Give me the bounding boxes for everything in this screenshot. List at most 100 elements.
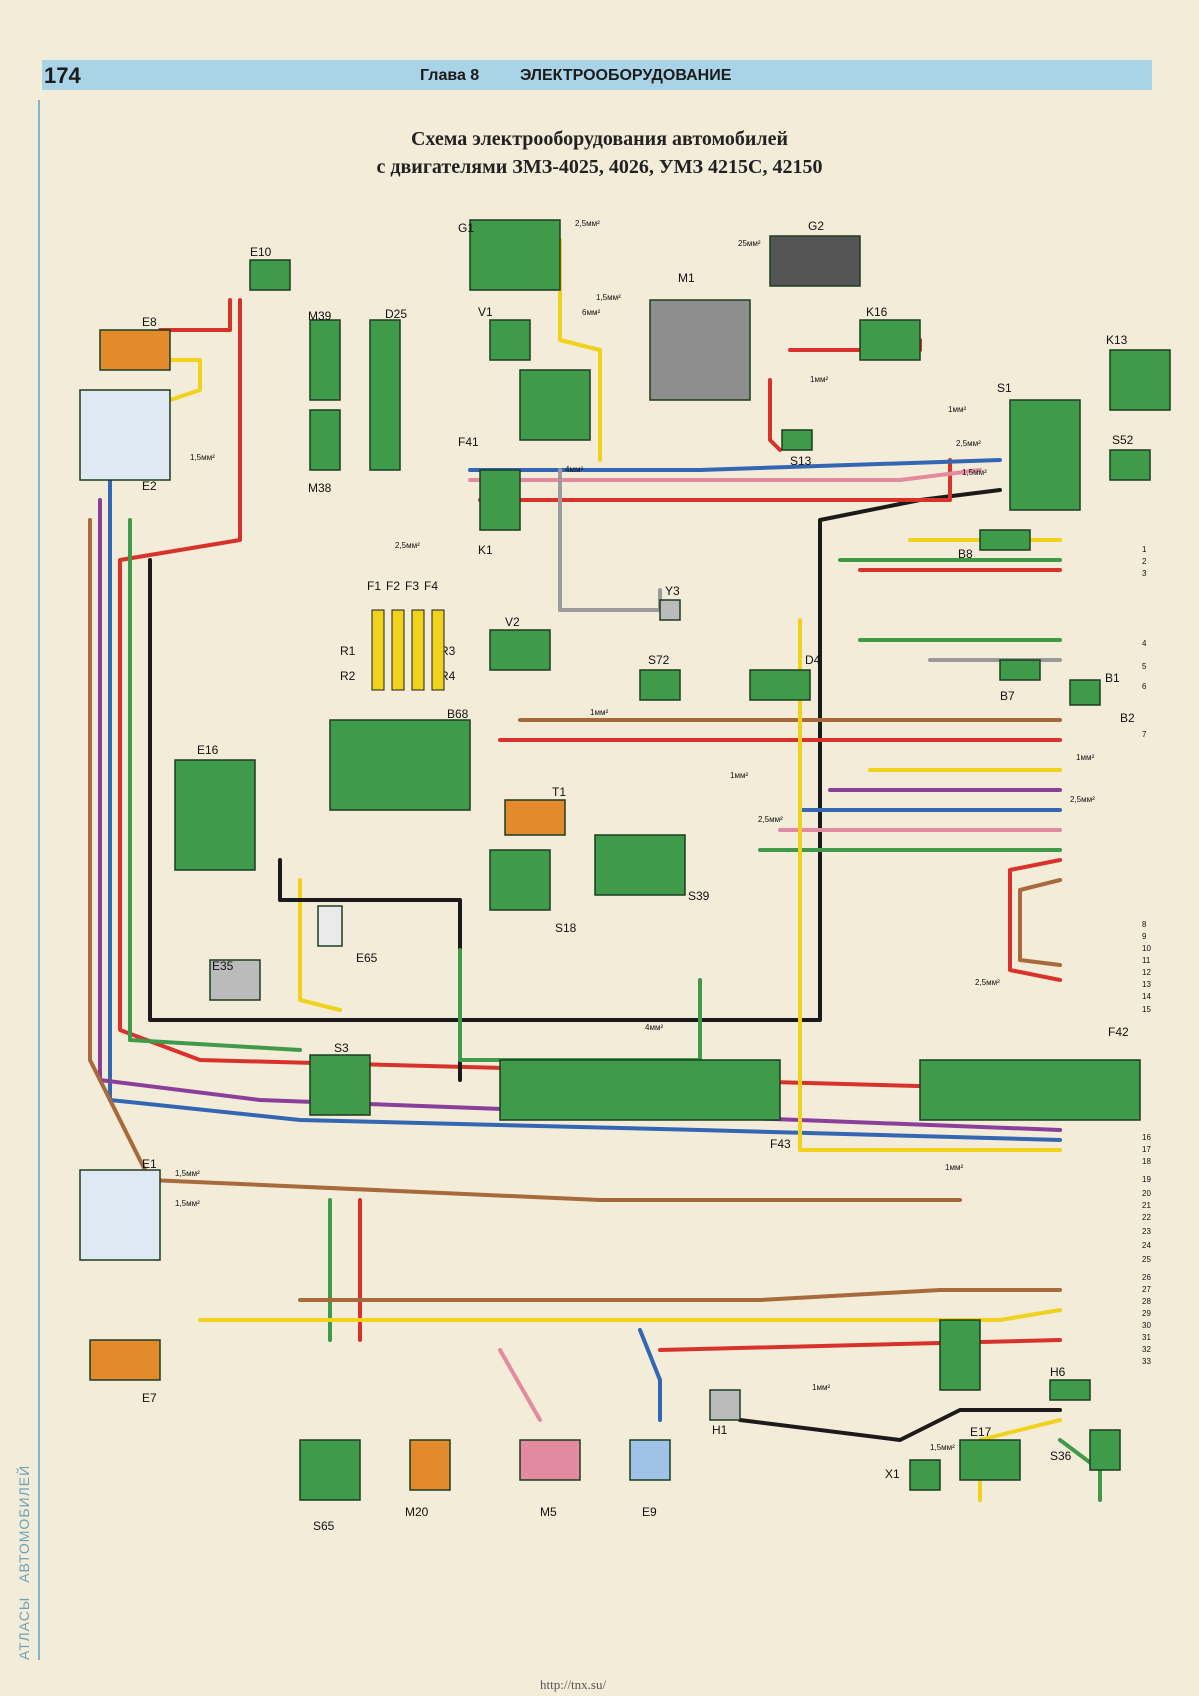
switch-s18-label: S18 — [555, 921, 577, 935]
wire-size-label: 1,5мм² — [190, 453, 215, 462]
connector-number: 30 — [1142, 1321, 1151, 1330]
wire-gray — [558, 468, 662, 612]
lamp-e16-label: E16 — [197, 743, 219, 757]
fuse-block-f42-label: F42 — [1108, 1025, 1129, 1039]
lamp-e65-label: E65 — [356, 951, 378, 965]
resistor-3 — [411, 609, 425, 691]
fuse-f41-body — [519, 369, 591, 441]
wire-size-label: 25мм² — [738, 239, 761, 248]
wire-yellow — [298, 878, 342, 1012]
generator-g1-body — [469, 219, 561, 291]
connector-number: 7 — [1142, 730, 1147, 739]
diode-v2-label: V2 — [505, 615, 520, 629]
relay-k13-label: K13 — [1106, 333, 1128, 347]
wire-size-label: 1,5мм² — [175, 1169, 200, 1178]
lamp-e35-body — [209, 959, 261, 1001]
plug-f2: F2 — [386, 579, 400, 593]
unit-d4-label: D4 — [805, 653, 821, 667]
switch-s72-label: S72 — [648, 653, 670, 667]
lamp-e9-body — [629, 1439, 671, 1481]
wire-size-label: 1мм² — [948, 405, 966, 414]
wire-brown — [1018, 878, 1062, 967]
headlamp-e1-body — [79, 1169, 161, 1261]
starter-m1-label: M1 — [678, 271, 695, 285]
connector-number: 11 — [1142, 956, 1151, 965]
connector-number: 32 — [1142, 1345, 1151, 1354]
label-r1: R1 — [340, 644, 356, 658]
relay-k16-body — [859, 319, 921, 361]
relay-k1-body — [479, 469, 521, 531]
connector-number: 6 — [1142, 682, 1147, 691]
connector-number: 12 — [1142, 968, 1151, 977]
lamp-e17-label: E17 — [970, 1425, 992, 1439]
distributor-b68-label: B68 — [447, 707, 469, 721]
fuse-block-f43-label: F43 — [770, 1137, 791, 1151]
wire-size-label: 2,5мм² — [975, 978, 1000, 987]
wire-yellow — [148, 358, 202, 402]
battery-g2-label: G2 — [808, 219, 824, 233]
gauge-m38-body — [309, 409, 341, 471]
connector-number: 2 — [1142, 557, 1147, 566]
valve-y3-label: Y3 — [665, 584, 680, 598]
resistor-4 — [431, 609, 445, 691]
wire-size-label: 2,5мм² — [575, 219, 600, 228]
connector-number: 19 — [1142, 1175, 1151, 1184]
wire-green — [458, 948, 702, 1062]
wire-size-label: 1,5мм² — [962, 468, 987, 477]
headlamp-e2-body — [79, 389, 171, 481]
wire-yellow — [198, 1308, 1062, 1322]
switch-s52-body — [1109, 449, 1151, 481]
wire-size-label: 1,5мм² — [596, 293, 621, 302]
wire-size-label: 1мм² — [812, 1383, 830, 1392]
unit-d4-body — [749, 669, 811, 701]
connector-number: 27 — [1142, 1285, 1151, 1294]
wire-size-label: 4мм² — [645, 1023, 663, 1032]
plug-f1: F1 — [367, 579, 381, 593]
sensor-b7-body — [999, 659, 1041, 681]
motor-m5-label: M5 — [540, 1505, 557, 1519]
diagram-title-line1: Схема электрооборудования автомобилей — [410, 128, 788, 150]
plug-f4: F4 — [424, 579, 438, 593]
connector-numbers: 1234567891011121314151617181920212223242… — [1142, 545, 1151, 1366]
horn-h1-body — [709, 1389, 741, 1421]
connector-number: 25 — [1142, 1255, 1151, 1264]
relay-k1-label: K1 — [478, 543, 493, 557]
connector-number: 31 — [1142, 1333, 1151, 1342]
lamp-e17-body — [959, 1439, 1021, 1481]
unit-d25-label: D25 — [385, 307, 407, 321]
connector-number: 10 — [1142, 944, 1151, 953]
switch-s65-label: S65 — [313, 1519, 335, 1533]
connector-number: 17 — [1142, 1145, 1151, 1154]
distributor-b68-body — [329, 719, 471, 811]
lamp-e8-body — [99, 329, 171, 371]
wire-size-label: 1,5мм² — [930, 1443, 955, 1452]
connector-number: 15 — [1142, 1005, 1151, 1014]
sensor-b1-label: B1 — [1105, 671, 1120, 685]
switch-s36-label: S36 — [1050, 1449, 1072, 1463]
connector-number: 14 — [1142, 992, 1151, 1001]
headlamp-e2-label: E2 — [142, 479, 157, 493]
lamp-e35-label: E35 — [212, 959, 234, 973]
sensor-b8-label: B8 — [958, 547, 973, 561]
connector-number: 4 — [1142, 639, 1147, 648]
battery-g2-body — [769, 235, 861, 287]
fuse-f41-label: F41 — [458, 435, 479, 449]
wire-red — [1008, 858, 1062, 982]
plug-f3: F3 — [405, 579, 419, 593]
switch-s18-body — [489, 849, 551, 911]
sensor-b8-body — [979, 529, 1031, 551]
wire-blue — [108, 468, 1062, 1142]
connector-number: 13 — [1142, 980, 1151, 989]
ignition-switch-s1-label: S1 — [997, 381, 1012, 395]
wire-size-label: 4мм² — [565, 465, 583, 474]
wire-pink — [498, 1348, 542, 1422]
diagram-title-line2: с двигателями ЗМЗ-4025, 4026, УМЗ 4215С,… — [376, 156, 823, 178]
fuse-block-f42-body — [919, 1059, 1141, 1121]
wire-size-label: 1мм² — [945, 1163, 963, 1172]
switch-s13-body — [781, 429, 813, 451]
connector-number: 3 — [1142, 569, 1147, 578]
resistor-1 — [371, 609, 385, 691]
valve-y3-body — [659, 599, 681, 621]
footer-url: http://tnx.su/ — [540, 1677, 607, 1692]
diode-v1-body — [489, 319, 531, 361]
